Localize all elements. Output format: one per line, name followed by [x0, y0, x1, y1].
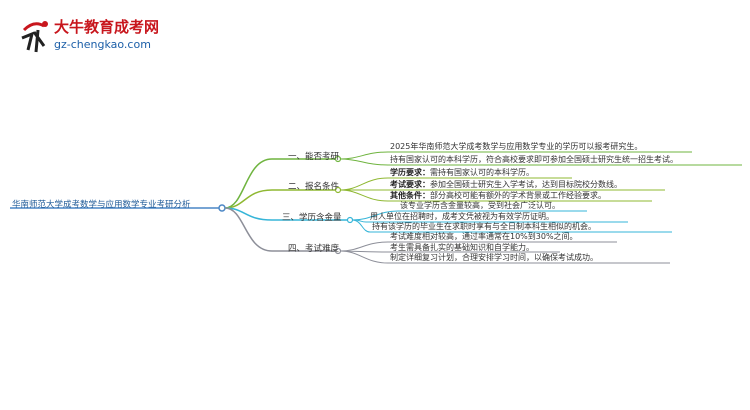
leaf-text: 考生需具备扎实的基础知识和自学能力。	[390, 243, 534, 252]
branch-can-apply: 一、能否考研	[288, 152, 340, 162]
leaf-keyword: 学历要求：	[390, 168, 430, 177]
branch-degree-value: 三、学历含金量	[282, 213, 342, 223]
leaf-text: 考试难度相对较高，通过率通常在10%到30%之间。	[390, 232, 578, 241]
leaf-keyword: 其他条件：	[390, 191, 430, 200]
leaf-text: 用人单位在招聘时，成考文凭被视为有效学历证明。	[370, 212, 554, 221]
site-logo[interactable]: 大牛教育成考网 gz-chengkao.com	[18, 14, 178, 62]
branch-difficulty: 四、考试难度	[288, 244, 340, 254]
leaf-text: 2025年华南师范大学成考数学与应用数学专业的学历可以报考研究生。	[390, 142, 643, 151]
leaf-text: 其他条件：部分高校可能有额外的学术背景或工作经验要求。	[390, 191, 606, 201]
leaf-detail: 需持有国家认可的本科学历。	[430, 168, 534, 177]
logo-mascot-icon	[21, 21, 48, 53]
leaf-text: 该专业学历含金量较高，受到社会广泛认可。	[400, 201, 560, 210]
leaf-text: 制定详细复习计划，合理安排学习时间，以确保考试成功。	[390, 253, 598, 262]
leaf-detail: 部分高校可能有额外的学术背景或工作经验要求。	[430, 191, 606, 200]
leaf-text: 学历要求：需持有国家认可的本科学历。	[390, 168, 534, 178]
leaf-text: 持有该学历的毕业生在求职时享有与全日制本科生相似的机会。	[372, 222, 596, 231]
logo-title: 大牛教育成考网	[54, 18, 160, 36]
leaf-text: 持有国家认可的本科学历，符合高校要求即可参加全国硕士研究生统一招生考试。	[390, 155, 678, 164]
leaf-text: 考试要求：参加全国硕士研究生入学考试，达到目标院校分数线。	[390, 180, 622, 190]
logo-url: gz-chengkao.com	[54, 38, 151, 51]
branch-requirements: 二、报名条件	[288, 182, 340, 192]
leaf-detail: 参加全国硕士研究生入学考试，达到目标院校分数线。	[430, 180, 622, 189]
root-topic: 华南师范大学成考数学与应用数学专业考研分析	[12, 200, 191, 210]
leaf-keyword: 考试要求：	[390, 180, 430, 189]
